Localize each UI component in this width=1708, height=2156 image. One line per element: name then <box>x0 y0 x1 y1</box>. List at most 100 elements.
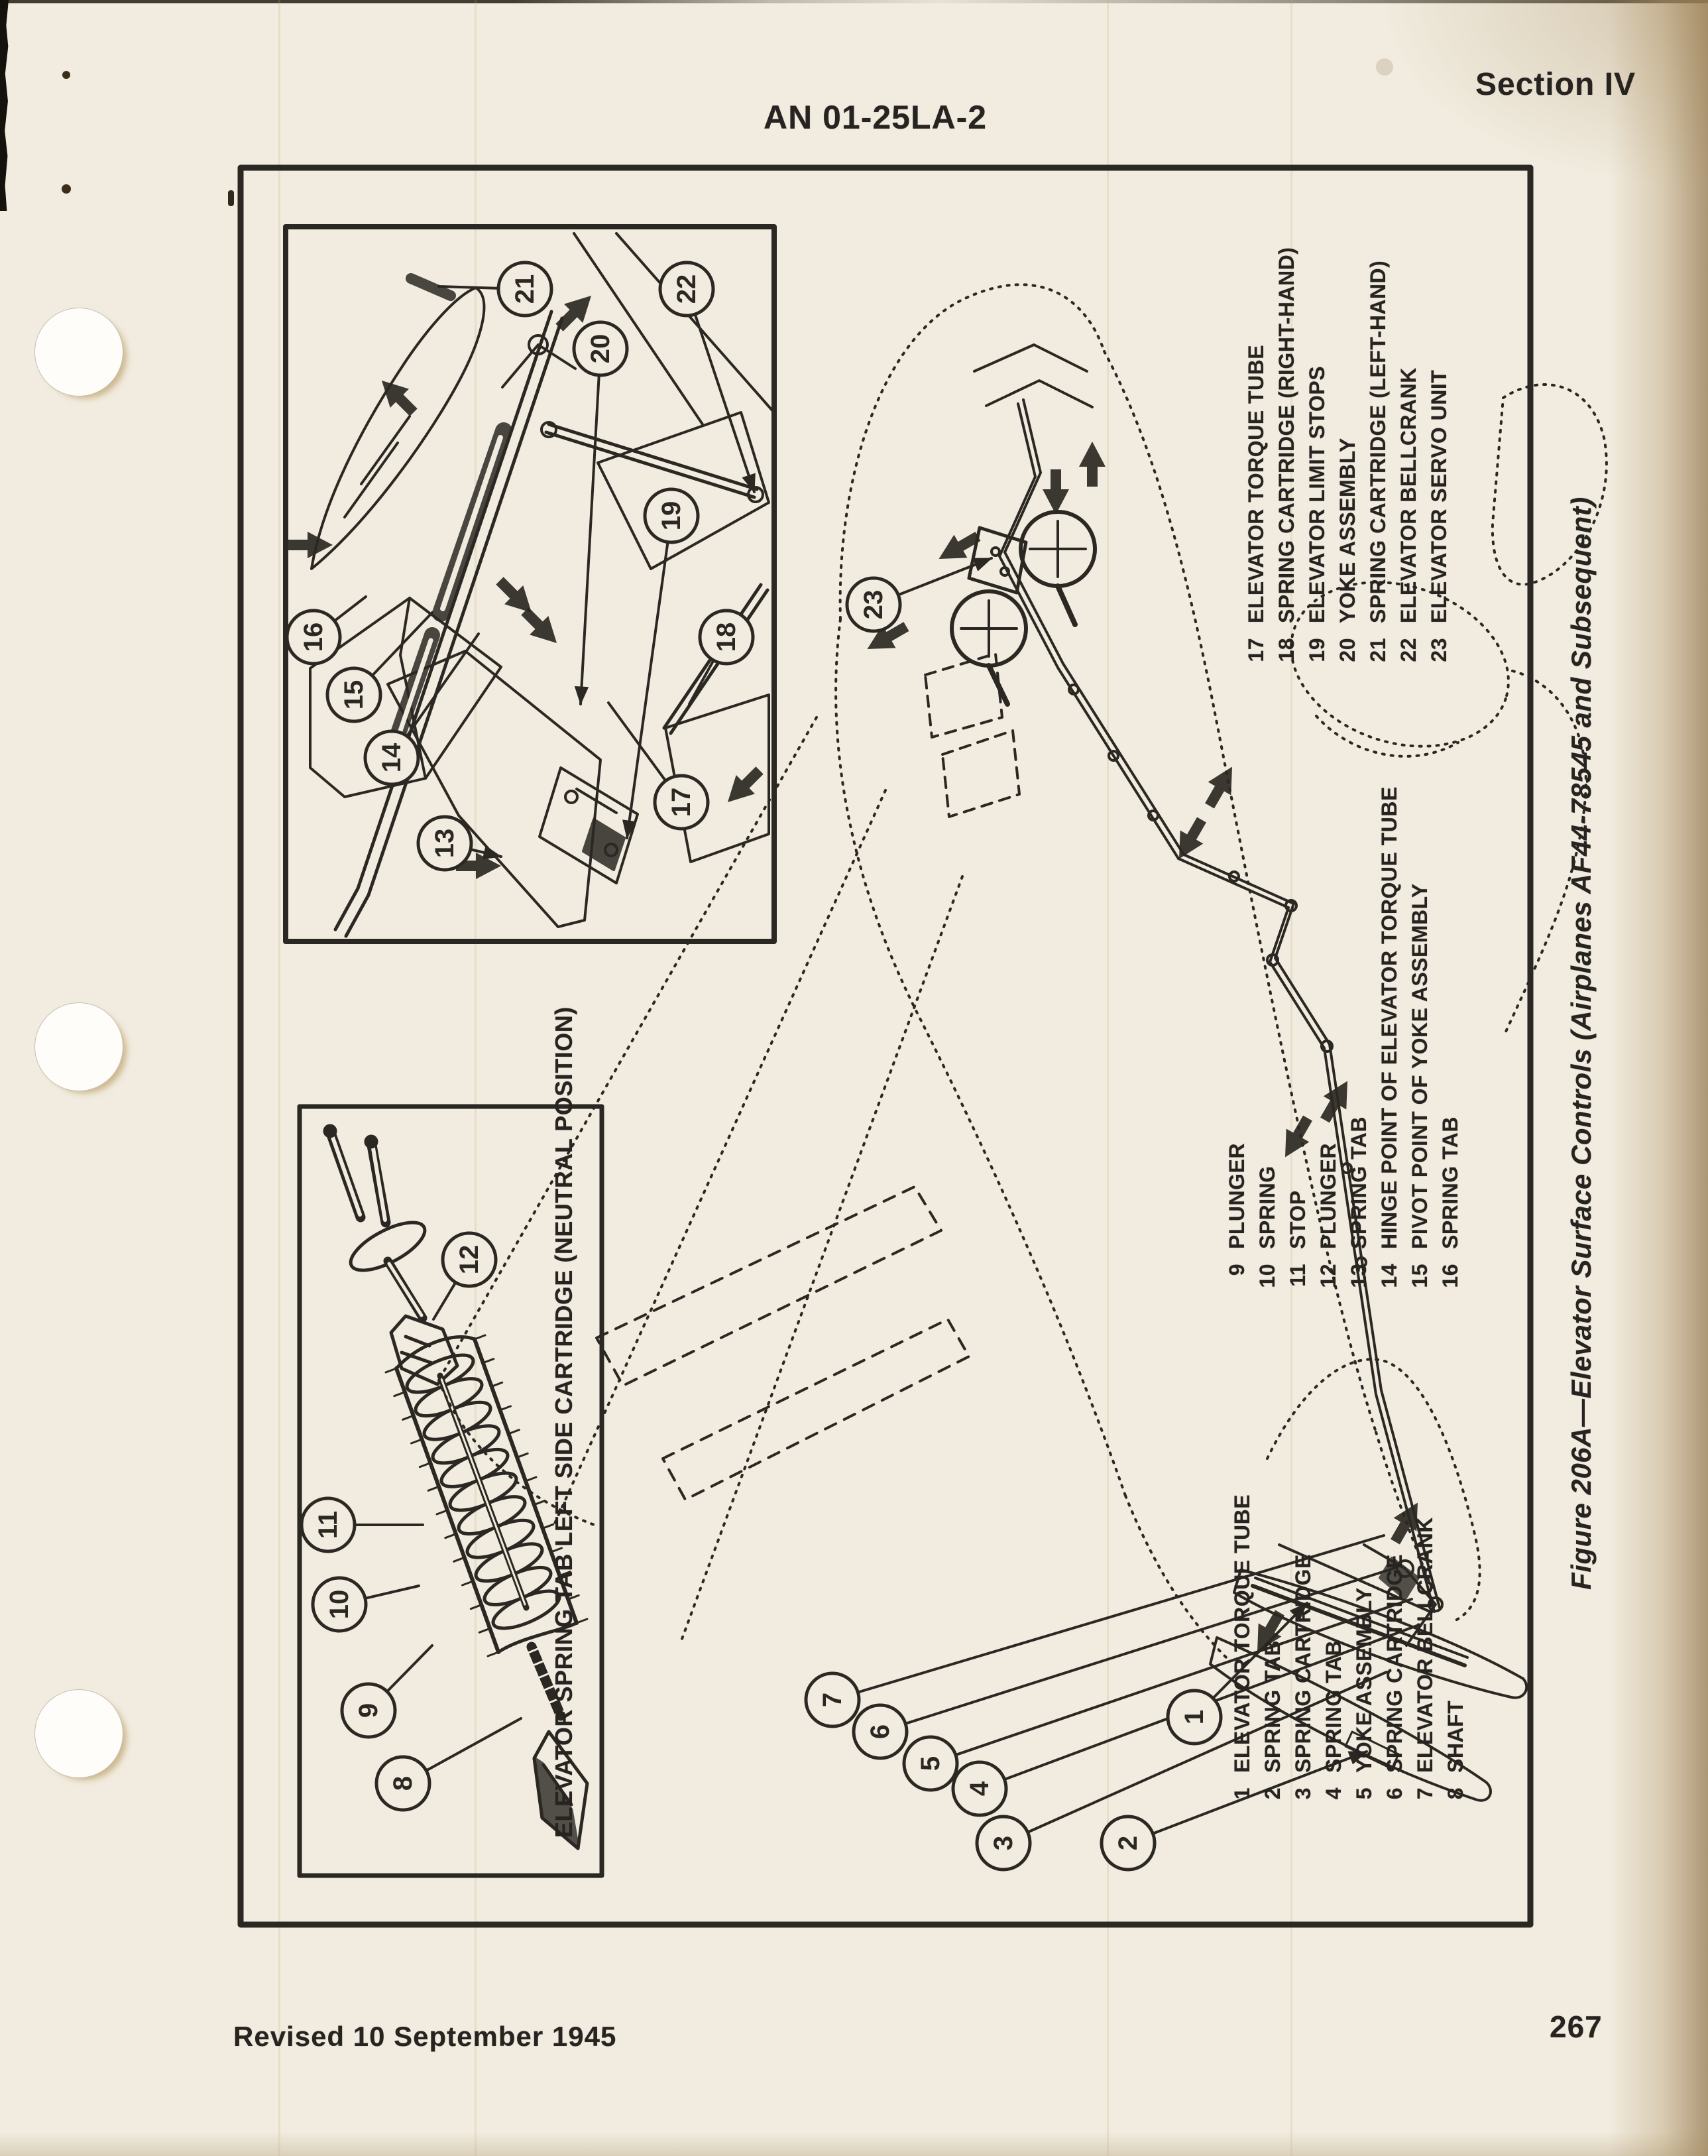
legend-item: 6 SPRING CARTRIDGE <box>1379 1494 1410 1821</box>
legend-item: 12PLUNGER <box>1313 786 1343 1297</box>
legend-item-number: 6 <box>1383 1787 1406 1800</box>
callout-number: 7 <box>818 1693 847 1707</box>
callout-circle <box>374 1755 431 1812</box>
callout-number: 16 <box>299 623 328 652</box>
legend-item-label: SPRING CARTRIDGE (RIGHT-HAND) <box>1275 247 1298 623</box>
inset-frame-cartridge <box>297 1104 604 1878</box>
callout-number: 23 <box>859 590 888 620</box>
legend-item-number: 11 <box>1286 1264 1310 1287</box>
legend-item: 2SPRING TAB <box>1257 1494 1288 1821</box>
legend-item-number: 7 <box>1413 1787 1437 1800</box>
callout-circle <box>658 261 715 318</box>
callout-circle <box>804 1671 861 1728</box>
legend-item: 23ELEVATOR SERVO UNIT <box>1424 247 1454 671</box>
callout-circle <box>902 1735 959 1792</box>
legend-item: 1ELEVATOR TORQUE TUBE <box>1227 1494 1257 1821</box>
legend-item-number: 14 <box>1377 1264 1401 1288</box>
callout-number: 20 <box>586 334 615 364</box>
callout-circle <box>300 1496 357 1553</box>
ink-smudge <box>1376 58 1393 76</box>
legend-item-label: PLUNGER <box>1225 1143 1249 1249</box>
legend-item-label: SPRING TAB <box>1322 1640 1345 1773</box>
ink-speck <box>62 71 70 79</box>
callout-circle <box>363 729 420 786</box>
legend-item-label: ELEVATOR SERVO UNIT <box>1427 369 1451 623</box>
callout-circle <box>643 487 700 544</box>
legend-item: 13 SPRING TAB <box>1343 786 1374 1297</box>
motion-arrows <box>288 295 1418 1652</box>
legend-item-number: 8 <box>1444 1787 1467 1800</box>
legend-item: 8SHAFT <box>1440 1494 1471 1821</box>
figure-caption: Figure 206A—Elevator Surface Controls (A… <box>1566 497 1597 1590</box>
page-number: 267 <box>1550 2009 1603 2044</box>
legend-item: 22ELEVATOR BELLCRANK <box>1393 247 1424 671</box>
callout-circle <box>340 1682 397 1739</box>
callout-circle <box>285 609 342 666</box>
callout-circle <box>845 576 902 633</box>
legend-item: 14HINGE POINT OF ELEVATOR TORQUE TUBE <box>1374 786 1404 1297</box>
callout-circle <box>311 1576 368 1633</box>
inset-stabilizer-drawing <box>309 232 774 938</box>
callout-circle <box>653 774 710 831</box>
legend-item-label: PIVOT POINT OF YOKE ASSEMBLY <box>1408 883 1432 1249</box>
callout-number: 13 <box>430 829 459 859</box>
legend-item-number: 13 <box>1347 1264 1371 1288</box>
doc-number: AN 01-25LA-2 <box>764 99 988 136</box>
callout-circle <box>698 609 755 666</box>
ink-speck <box>62 184 71 194</box>
cartridge-inset-label: ELEVATOR SPRING TAB LEFT SIDE CARTRIDGE … <box>550 1006 577 1838</box>
paper-shading-right <box>1609 0 1708 2156</box>
legend-item-label: ELEVATOR LIMIT STOPS <box>1305 365 1329 623</box>
legend-item: 21SPRING CARTRIDGE (LEFT-HAND) <box>1363 247 1393 671</box>
legend-item-label: SPRING CARTRIDGE (LEFT-HAND) <box>1366 260 1390 623</box>
legend-item: 17ELEVATOR TORQUE TUBE <box>1241 247 1271 671</box>
callout-number: 12 <box>455 1245 484 1275</box>
footer-revision: Revised 10 September 1945 <box>233 2021 617 2052</box>
scan-edge-top <box>0 0 1708 3</box>
legend-item-number: 16 <box>1438 1264 1462 1288</box>
legend-item-number: 17 <box>1244 638 1268 662</box>
paper-shading-corner <box>1337 0 1708 212</box>
callout-circle <box>852 1703 909 1760</box>
section-title: Section IV <box>1475 67 1636 102</box>
legend-item: 3SPRING CARTRIDGE <box>1288 1494 1318 1821</box>
legend-item: 16SPRING TAB <box>1435 786 1465 1297</box>
callout-number: 14 <box>377 743 406 772</box>
legend-item-number: 20 <box>1336 638 1359 662</box>
callout-number: 22 <box>672 274 701 304</box>
legend-item: 5 YOKE ASSEMBLY <box>1349 1494 1379 1821</box>
legend-item-number: 18 <box>1275 638 1298 662</box>
callout-number: 19 <box>657 501 686 531</box>
legend-item-number: 3 <box>1291 1787 1315 1800</box>
punch-hole <box>34 308 123 396</box>
legend-item-number: 4 <box>1322 1787 1345 1800</box>
callout-number: 4 <box>965 1781 994 1796</box>
legend-item: 9PLUNGER <box>1222 786 1252 1297</box>
legend-item-label: YOKE ASSEMBLY <box>1352 1587 1376 1773</box>
paper-crease <box>475 0 477 2156</box>
legend-item-label: SPRING TAB <box>1261 1640 1284 1773</box>
figure-frame <box>237 164 1534 1928</box>
legend-item-label: ELEVATOR BELLCRANK <box>1396 367 1420 623</box>
callout-number: 21 <box>510 274 540 304</box>
main-aircraft-drawing <box>437 283 1608 1802</box>
legend-item-label: YOKE ASSEMBLY <box>1336 438 1359 623</box>
callout-number: 1 <box>1180 1710 1209 1724</box>
legend-item: 10SPRING <box>1252 786 1282 1297</box>
callout-number: 18 <box>712 623 741 652</box>
callout-circle <box>441 1231 498 1288</box>
legend-item-number: 12 <box>1316 1264 1340 1288</box>
legend-item-label: SPRING TAB <box>1347 1116 1371 1249</box>
legend-item: 19ELEVATOR LIMIT STOPS <box>1302 247 1332 671</box>
legend-item-number: 5 <box>1352 1787 1376 1800</box>
callout-circle <box>1166 1689 1223 1746</box>
callout-circle <box>951 1760 1008 1817</box>
legend-item-label: SPRING CARTRIDGE <box>1383 1554 1406 1773</box>
